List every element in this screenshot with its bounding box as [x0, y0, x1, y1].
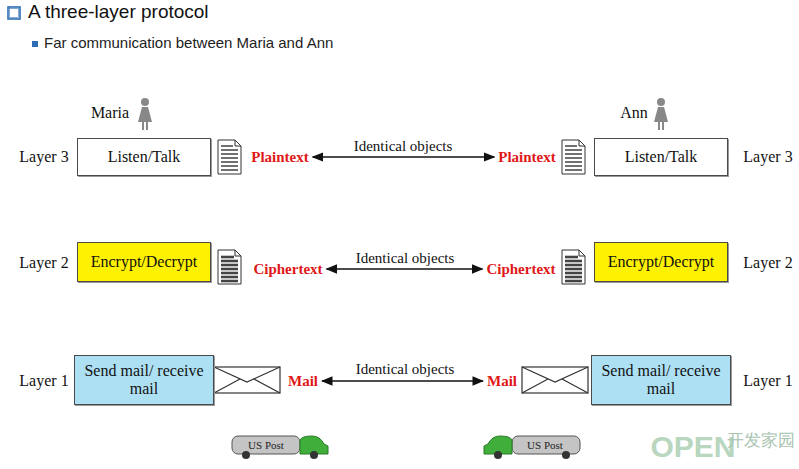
data-label: Plaintext	[498, 149, 556, 166]
layer-box: Encrypt/Decrypt	[77, 242, 211, 282]
arrow-label: Identical objects	[356, 250, 455, 267]
arrow-label: Identical objects	[356, 361, 455, 378]
data-label: Ciphertext	[253, 261, 322, 278]
data-label: Ciphertext	[486, 261, 555, 278]
subtitle: Far communication between Maria and Ann	[44, 35, 333, 52]
identity-arrow	[313, 156, 495, 157]
person-name: Ann	[620, 104, 648, 122]
data-label: Plaintext	[251, 149, 309, 166]
person-name: Maria	[91, 104, 129, 122]
box-text: Listen/Talk	[102, 148, 187, 166]
layer-label: Layer 1	[743, 372, 792, 390]
box-text: Encrypt/Decrypt	[602, 253, 721, 271]
identity-arrow	[322, 380, 483, 381]
box-text: Send mail/ receive mail	[75, 362, 213, 398]
truck-label: US Post	[248, 439, 284, 451]
layer-box: Encrypt/Decrypt	[594, 242, 728, 282]
layer-box: Send mail/ receive mail	[74, 355, 214, 405]
identity-arrow	[327, 268, 483, 269]
box-text: Encrypt/Decrypt	[85, 253, 204, 271]
box-text: Send mail/ receive mail	[592, 362, 730, 398]
layer-label: Layer 3	[743, 148, 792, 166]
slide-title: A three-layer protocol	[28, 1, 209, 23]
layer-box: Listen/Talk	[77, 138, 211, 176]
layer-label: Layer 3	[19, 148, 68, 166]
arrow-label: Identical objects	[354, 138, 453, 155]
watermark: 开发家园	[727, 432, 795, 451]
data-label: Mail	[487, 373, 517, 390]
layer-label: Layer 2	[19, 254, 68, 272]
box-text: Listen/Talk	[619, 148, 704, 166]
truck-label: US Post	[527, 439, 563, 451]
layer-label: Layer 1	[19, 372, 68, 390]
layer-box: Send mail/ receive mail	[591, 355, 731, 405]
layer-label: Layer 2	[743, 254, 792, 272]
watermark: OPEN	[650, 430, 735, 463]
data-label: Mail	[288, 373, 318, 390]
layer-box: Listen/Talk	[594, 138, 728, 176]
